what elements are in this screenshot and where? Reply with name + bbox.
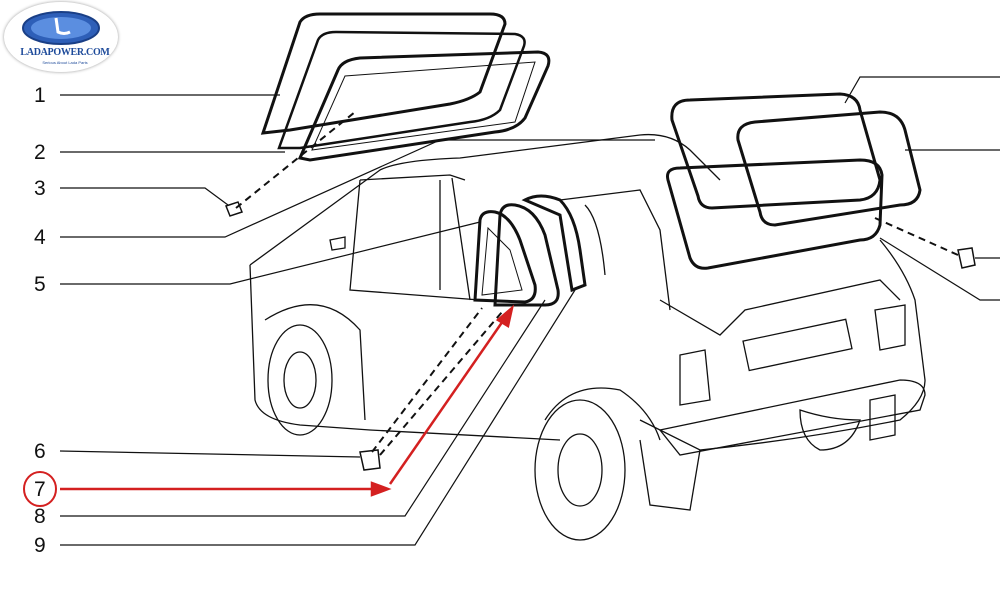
part-label-8: 8 [34, 505, 46, 528]
highlight-circle [23, 471, 57, 507]
part-label-6: 6 [34, 440, 46, 463]
part-label-7: 7 [34, 478, 46, 501]
vent-window-seals [473, 194, 587, 307]
clip-rear [957, 247, 976, 269]
part-label-1: 1 [34, 84, 46, 107]
part-label-9: 9 [34, 534, 46, 557]
dashed-arrows [235, 111, 959, 456]
part-label-3: 3 [34, 177, 46, 200]
clip-3 [225, 201, 243, 217]
clip-6 [359, 449, 381, 471]
part-label-5: 5 [34, 273, 46, 296]
part-label-4: 4 [34, 226, 46, 249]
lada-emblem-icon [22, 11, 100, 45]
part-label-2: 2 [34, 141, 46, 164]
leader-lines [59, 76, 1000, 546]
front-window-seals [260, 12, 551, 162]
ladapower-logo: LADAPOWER.COM Serious About Lada Parts [4, 2, 118, 72]
car-body-outline [249, 133, 926, 541]
logo-tagline: Serious About Lada Parts [42, 60, 88, 65]
rear-window-seals [666, 92, 922, 270]
highlight-arrow [23, 304, 515, 507]
logo-brand: LADAPOWER.COM [20, 47, 110, 58]
